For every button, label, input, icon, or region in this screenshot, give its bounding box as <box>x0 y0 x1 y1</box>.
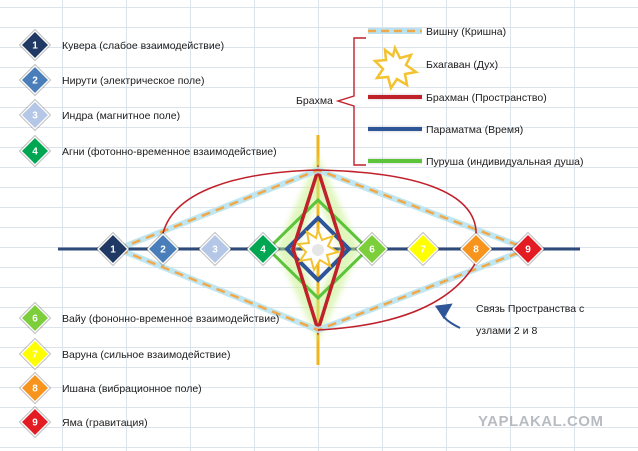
legend-item-4-badge-shape <box>19 135 51 167</box>
legend-item-7-badge: 7 <box>18 337 52 371</box>
legend-item-9-label: Яма (гравитация) <box>62 417 148 429</box>
legend-item-9-badge-outline <box>18 405 52 439</box>
legend-item-2-badge-shape <box>19 64 51 96</box>
node-3: 3 <box>197 231 233 267</box>
legend-item-6-label: Вайу (фононно-временное взаимодействие) <box>62 313 279 325</box>
node-8-outline <box>458 231 494 267</box>
node-4-number: 4 <box>260 245 266 256</box>
node-6-number: 6 <box>369 245 375 256</box>
legend-item-4-badge-outline <box>18 134 52 168</box>
legend-item-7-badge-outline <box>18 337 52 371</box>
node-3-number: 3 <box>212 245 218 256</box>
node-2-shape <box>146 232 180 266</box>
node-8-number: 8 <box>473 245 479 256</box>
node-8: 8 <box>458 231 494 267</box>
legend-right-item-3-label: Брахман (Пространство) <box>426 92 547 104</box>
annotation-line-2: узлами 2 и 8 <box>476 325 537 337</box>
legend-item-6-badge: 6 <box>18 301 52 335</box>
legend-item-8-label: Ишана (вибрационное поле) <box>62 383 202 395</box>
legend-item-8-badge-outline <box>18 371 52 405</box>
legend-item-4-label: Агни (фотонно-временное взаимодействие) <box>62 146 277 158</box>
legend-item-2-badge-outline <box>18 63 52 97</box>
node-8-shape <box>459 232 493 266</box>
node-7-outline <box>405 231 441 267</box>
legend-item-2-badge-number: 2 <box>32 76 38 87</box>
legend-right-item-3: Брахман (Пространство) <box>368 92 547 104</box>
bhagavan-swatch-star-icon <box>372 44 420 91</box>
node-7-shape <box>406 232 440 266</box>
purusha-diamond <box>265 197 371 301</box>
legend-item-3-label: Индра (магнитное поле) <box>62 110 180 122</box>
node-7: 7 <box>405 231 441 267</box>
node-2-number: 2 <box>160 245 166 256</box>
legend-item-8-badge-number: 8 <box>32 384 38 395</box>
legend-right-item-1: Вишну (Кришна) <box>368 26 506 38</box>
legend-item-6-badge-number: 6 <box>32 314 38 325</box>
node-4: 4 <box>245 231 281 267</box>
node-6-outline <box>354 231 390 267</box>
legend-right-item-2-label: Бхагаван (Дух) <box>426 59 498 71</box>
legend-item-4-badge: 4 <box>18 134 52 168</box>
legend-right-item-4: Параматма (Время) <box>368 124 523 136</box>
legend-item-1-badge-shape <box>19 29 51 61</box>
annotation-arrow <box>434 303 461 329</box>
node-9: 9 <box>510 231 546 267</box>
legend-item-1-badge-number: 1 <box>32 41 38 52</box>
legend-item-9-badge: 9 <box>18 405 52 439</box>
node-4-outline <box>245 231 281 267</box>
legend-item-3-badge-number: 3 <box>32 111 38 122</box>
legend-right: Вишну (Кришна) Бхагаван (Дух) Брахман (Про… <box>368 26 584 168</box>
legend-item-4-badge-number: 4 <box>32 147 38 158</box>
legend-item-8-badge: 8 <box>18 371 52 405</box>
central-glow <box>276 156 360 342</box>
legend-item-9-badge-shape <box>19 406 51 438</box>
legend-item-2-badge: 2 <box>18 63 52 97</box>
space-arc-upper <box>161 169 477 239</box>
legend-right-item-1-label: Вишну (Кришна) <box>426 26 506 38</box>
legend-item-7-label: Варуна (сильное взаимодействие) <box>62 349 230 361</box>
node-7-number: 7 <box>420 245 426 256</box>
legend-item-7-badge-number: 7 <box>32 350 38 361</box>
node-4-shape <box>246 232 280 266</box>
legend-item-2-label: Нирути (электрическое поле) <box>62 75 204 87</box>
legend-item-3-badge-outline <box>18 98 52 132</box>
legend-item-6-badge-outline <box>18 301 52 335</box>
legend-item-1-badge-outline <box>18 28 52 62</box>
node-1-shape <box>96 232 130 266</box>
legend-item-1-badge: 1 <box>18 28 52 62</box>
annotation-line-1: Связь Пространства с <box>476 303 584 315</box>
node-1-number: 1 <box>110 245 116 256</box>
legend-left: 1 Кувера (слабое взаимодействие) 2 Нирути (… <box>18 28 279 439</box>
node-2-outline <box>145 231 181 267</box>
legend-item-9-badge-number: 9 <box>32 418 38 429</box>
brahma-label: Брахма <box>296 95 333 107</box>
node-3-shape <box>198 232 232 266</box>
legend-right-item-4-label: Параматма (Время) <box>426 124 523 136</box>
node-6: 6 <box>354 231 390 267</box>
bhagavan-star-icon <box>295 226 341 273</box>
legend-item-1-label: Кувера (слабое взаимодействие) <box>62 40 224 52</box>
node-9-outline <box>510 231 546 267</box>
legend-item-3-badge-shape <box>19 99 51 131</box>
brahma-bracket <box>335 37 366 166</box>
node-9-number: 9 <box>525 245 531 256</box>
legend-item-3-badge: 3 <box>18 98 52 132</box>
space-arc-lower <box>317 261 477 331</box>
legend-right-item-2: Бхагаван (Дух) <box>372 44 498 91</box>
node-3-outline <box>197 231 233 267</box>
node-2: 2 <box>145 231 181 267</box>
legend-right-item-5-label: Пуруша (индивидуальная душа) <box>426 156 584 168</box>
legend-item-6-badge-shape <box>19 302 51 334</box>
node-1: 1 <box>95 231 131 267</box>
watermark: YAPLAKAL.COM <box>478 413 603 430</box>
node-9-shape <box>511 232 545 266</box>
node-1-outline <box>95 231 131 267</box>
legend-item-7-badge-shape <box>19 338 51 370</box>
axis-nodes: 1 2 3 4 6 7 8 9 <box>95 231 546 267</box>
legend-right-item-5: Пуруша (индивидуальная душа) <box>368 156 584 168</box>
node-6-shape <box>355 232 389 266</box>
legend-item-8-badge-shape <box>19 372 51 404</box>
